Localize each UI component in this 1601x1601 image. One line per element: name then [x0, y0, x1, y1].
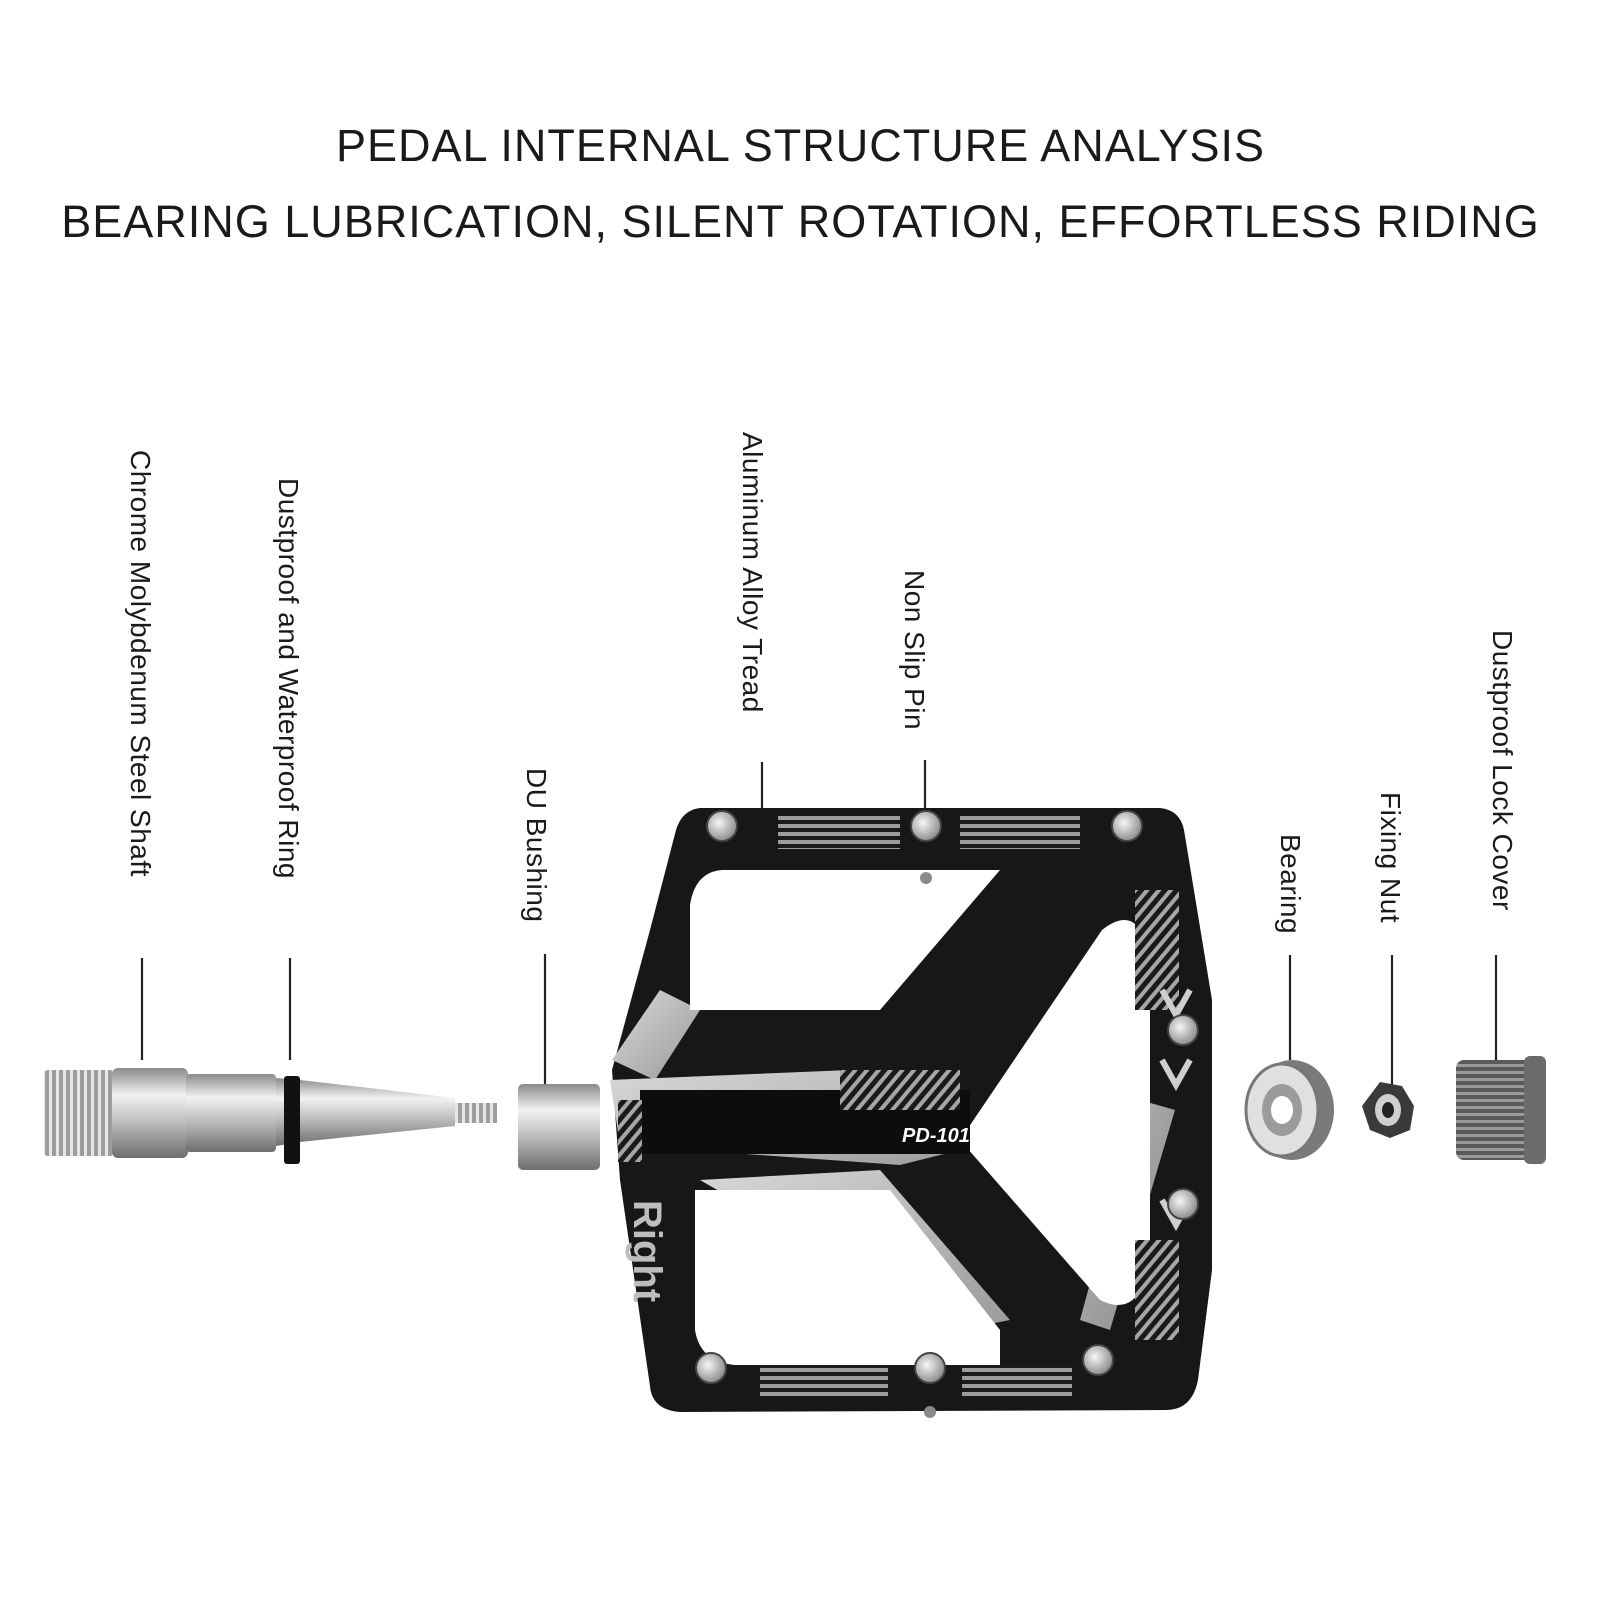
- waterproof-ring: [284, 1076, 300, 1164]
- steel-shaft: [44, 1068, 497, 1158]
- fixing-nut-part: [1362, 1082, 1414, 1138]
- non-slip-pins: [695, 810, 1199, 1418]
- pedal-tread: [610, 808, 1212, 1412]
- page-title: PEDAL INTERNAL STRUCTURE ANALYSIS: [335, 120, 1266, 171]
- lock-cover-part: [1456, 1056, 1546, 1164]
- shaft-collar: [112, 1068, 188, 1158]
- shaft-tip-thread: [455, 1103, 497, 1123]
- side-text: Right: [625, 1200, 669, 1302]
- bearing-part: [1244, 1060, 1334, 1160]
- page-subtitle: BEARING LUBRICATION, SILENT ROTATION, EF…: [61, 196, 1540, 247]
- shaft-thread: [44, 1070, 114, 1156]
- shaft-spindle: [276, 1078, 455, 1146]
- du-bushing: [518, 1084, 600, 1170]
- model-text: PD-101: [902, 1125, 970, 1147]
